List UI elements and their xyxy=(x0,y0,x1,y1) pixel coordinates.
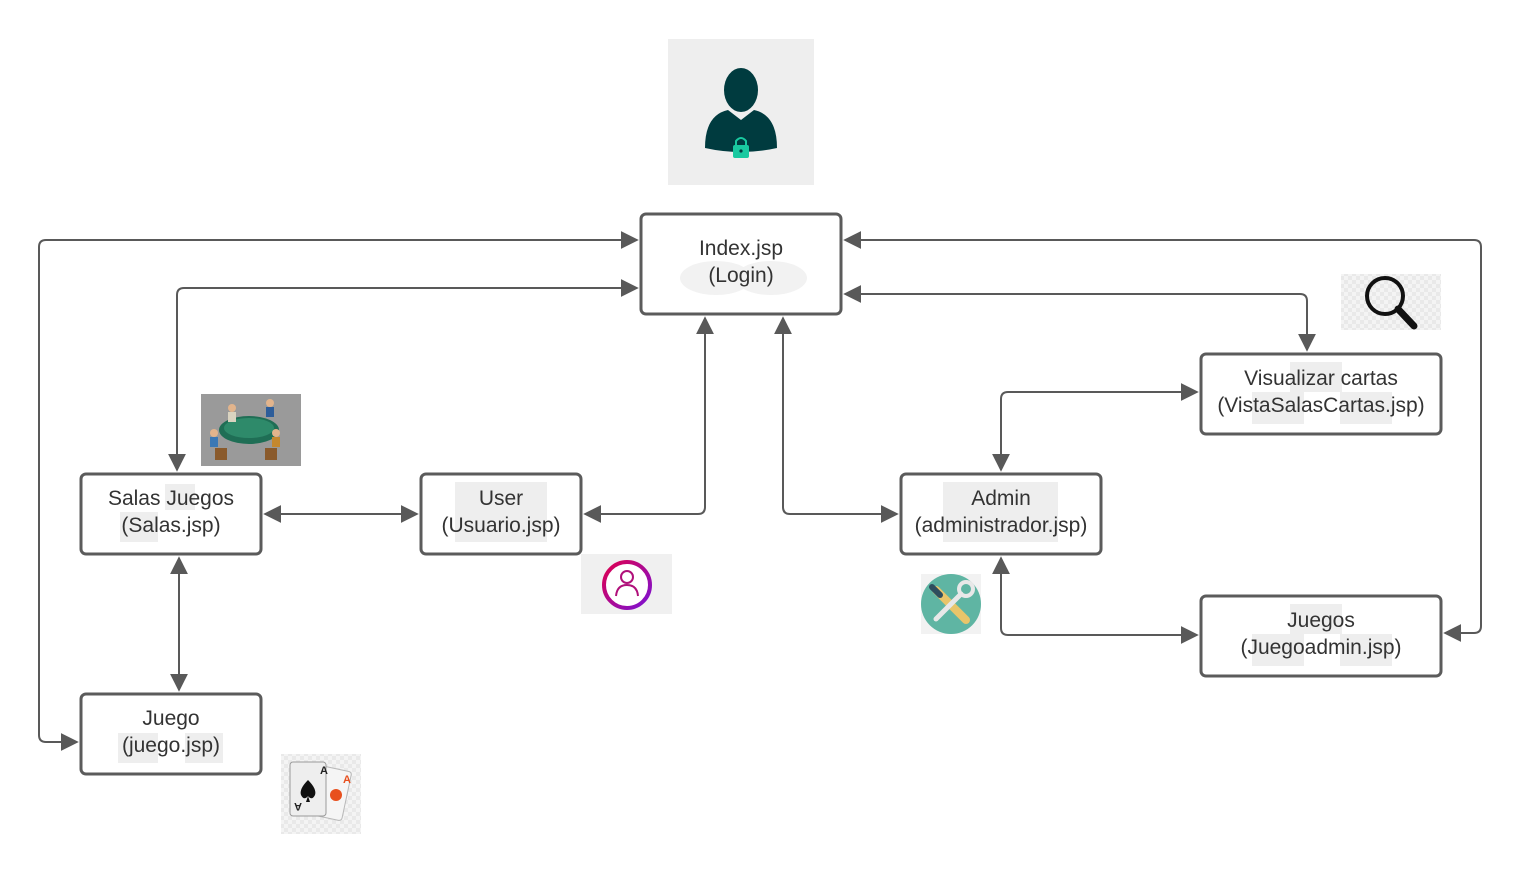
node-visualizar-subtitle: (VistaSalasCartas.jsp) xyxy=(1217,394,1424,417)
node-salas-title: Salas Juegos xyxy=(108,487,234,510)
edge-juego-index xyxy=(38,231,639,751)
node-admin-subtitle: (administrador.jsp) xyxy=(915,514,1088,537)
node-juego-title: Juego xyxy=(142,707,199,730)
node-visualizar-title: Visualizar cartas xyxy=(1244,367,1398,390)
svg-text:A: A xyxy=(320,765,328,777)
game-table-icon xyxy=(201,394,301,466)
node-juegos-admin-subtitle: (Juegoadmin.jsp) xyxy=(1240,636,1401,659)
node-index-subtitle: (Login) xyxy=(708,264,773,287)
node-admin[interactable]: Admin (administrador.jsp) xyxy=(899,472,1103,556)
node-user-subtitle: (Usuario.jsp) xyxy=(441,514,560,537)
node-salas-subtitle: (Salas.jsp) xyxy=(121,514,220,537)
node-juegos-admin[interactable]: Juegos (Juegoadmin.jsp) xyxy=(1199,594,1443,678)
svg-text:A: A xyxy=(343,774,351,786)
edge-admin-juegos xyxy=(992,556,1199,644)
node-juegos-admin-title: Juegos xyxy=(1287,609,1355,632)
node-admin-title: Admin xyxy=(971,487,1031,510)
node-visualizar[interactable]: Visualizar cartas (VistaSalasCartas.jsp) xyxy=(1199,352,1443,436)
user-circle-icon xyxy=(581,554,672,614)
magnifier-icon xyxy=(1341,274,1441,330)
playing-cards-icon: A A A xyxy=(281,754,361,834)
edge-index-juegos xyxy=(843,231,1482,642)
node-salas[interactable]: Salas Juegos (Salas.jsp) xyxy=(79,472,263,556)
node-user[interactable]: User (Usuario.jsp) xyxy=(419,472,583,556)
node-index[interactable]: Index.jsp (Login) xyxy=(639,212,843,316)
edge-admin-visualizar xyxy=(992,383,1199,472)
node-user-title: User xyxy=(479,487,523,510)
edge-user-index xyxy=(583,316,714,523)
tools-icon xyxy=(921,574,981,634)
user-lock-icon xyxy=(668,39,814,185)
edge-salas-index xyxy=(168,279,639,472)
node-juego[interactable]: Juego (juego.jsp) xyxy=(79,692,263,776)
node-index-title: Index.jsp xyxy=(699,237,783,260)
edge-index-visualizar xyxy=(843,285,1316,352)
edge-index-admin xyxy=(774,316,899,523)
edges xyxy=(38,231,1482,751)
svg-text:A: A xyxy=(294,800,302,812)
node-juego-subtitle: (juego.jsp) xyxy=(122,734,220,757)
